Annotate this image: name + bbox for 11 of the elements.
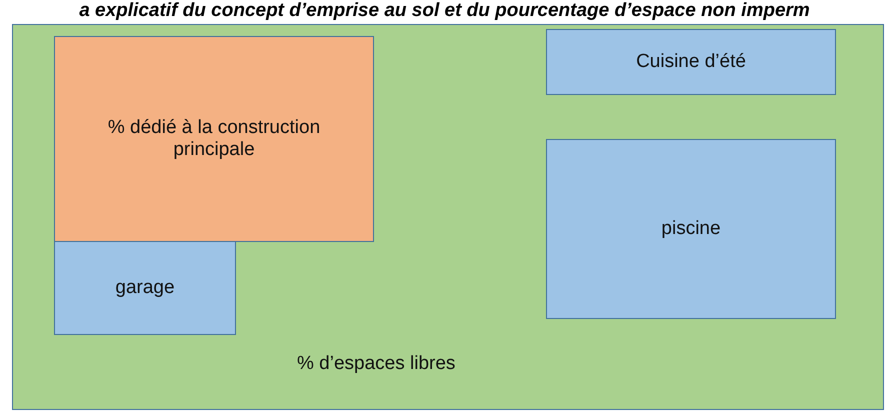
area-label: piscine [660,217,722,241]
main-building-area [54,36,374,242]
area-label: garage [114,276,176,300]
area-label: % d’espaces libres [296,352,456,376]
area-label: % dédié à la construction principale [106,116,322,162]
area-label: Cuisine d’été [635,50,747,74]
pool-area [546,139,836,319]
open-space-area [12,24,884,410]
summer-kitchen-area [546,29,836,95]
garage-area [54,241,236,335]
diagram-title: a explicatif du concept d’emprise au sol et du pourcentage d’espace non imperm [78,0,811,22]
